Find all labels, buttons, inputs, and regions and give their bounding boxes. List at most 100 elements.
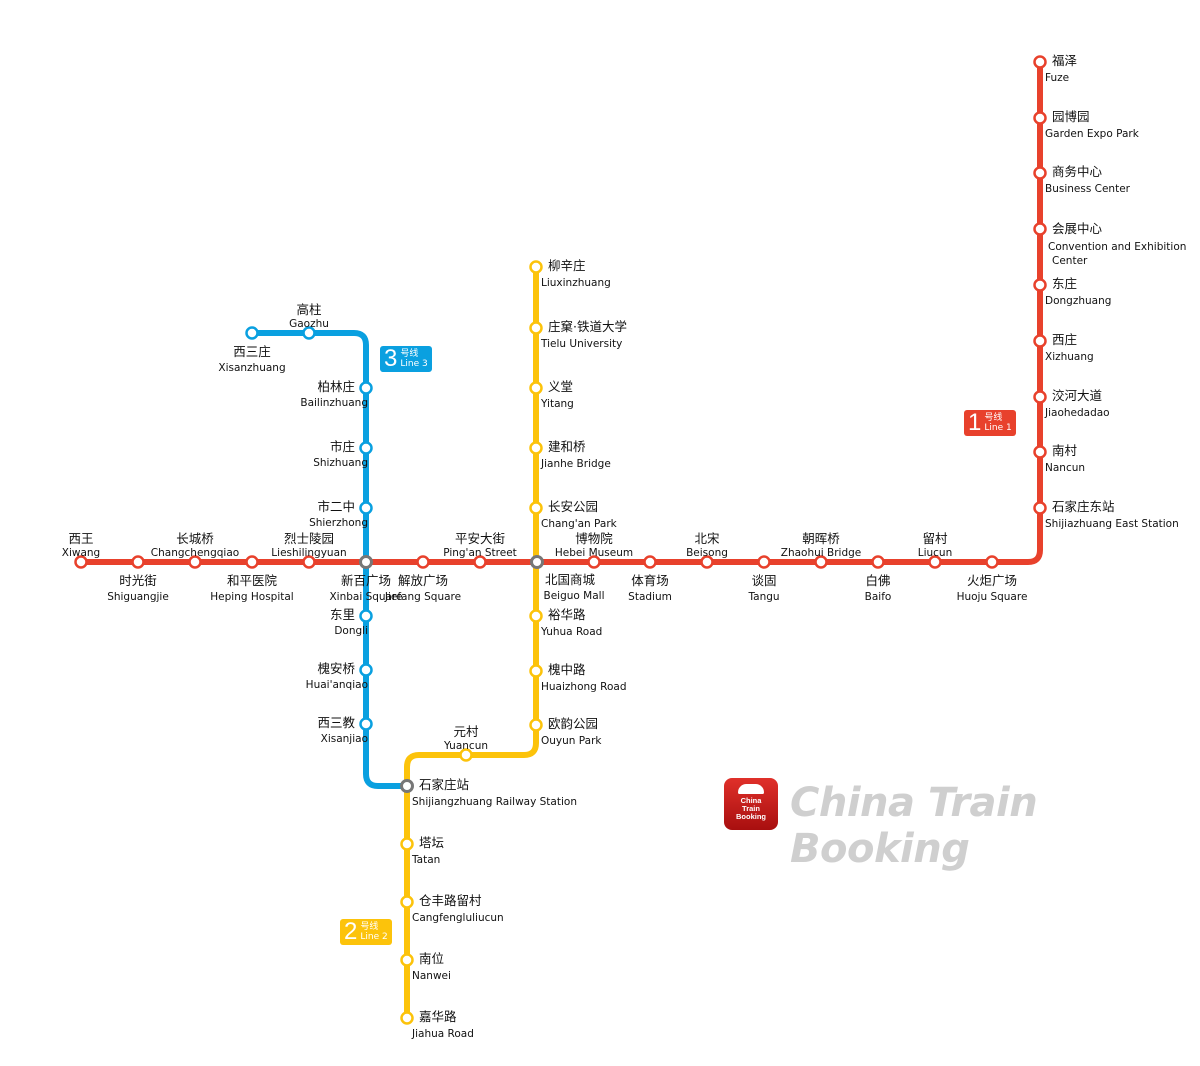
station-marker[interactable] — [359, 501, 373, 515]
station-xisanzhuang[interactable] — [245, 326, 259, 340]
station-yitang[interactable] — [529, 381, 543, 395]
station-marker[interactable] — [1033, 222, 1047, 236]
station-lieshilingyuan[interactable] — [302, 555, 316, 569]
station-tatan[interactable] — [400, 837, 414, 851]
interchange-marker[interactable] — [400, 779, 414, 793]
station-marker[interactable] — [359, 717, 373, 731]
station-chang-an-park[interactable] — [529, 501, 543, 515]
station-marker[interactable] — [359, 441, 373, 455]
station-marker[interactable] — [359, 609, 373, 623]
station-yuhua-road[interactable] — [529, 609, 543, 623]
station-xisanjiao[interactable] — [359, 717, 373, 731]
station-marker[interactable] — [985, 555, 999, 569]
station-marker[interactable] — [1033, 166, 1047, 180]
station-marker[interactable] — [245, 555, 259, 569]
station-marker[interactable] — [529, 664, 543, 678]
station-marker[interactable] — [1033, 55, 1047, 69]
station-ouyun-park[interactable] — [529, 718, 543, 732]
station-marker[interactable] — [400, 837, 414, 851]
station-shijiangzhuang-railway-station[interactable] — [400, 779, 414, 793]
station-changchengqiao[interactable] — [188, 555, 202, 569]
station-marker[interactable] — [359, 381, 373, 395]
interchange-marker[interactable] — [530, 555, 544, 569]
station-marker[interactable] — [529, 260, 543, 274]
station-marker[interactable] — [700, 555, 714, 569]
station-marker[interactable] — [757, 555, 771, 569]
station-fuze[interactable] — [1033, 55, 1047, 69]
station-nanwei[interactable] — [400, 953, 414, 967]
station-marker[interactable] — [74, 555, 88, 569]
station-liucun[interactable] — [928, 555, 942, 569]
station-marker[interactable] — [529, 381, 543, 395]
station-marker[interactable] — [1033, 390, 1047, 404]
station-marker[interactable] — [400, 1011, 414, 1025]
station-marker[interactable] — [1033, 445, 1047, 459]
station-marker[interactable] — [188, 555, 202, 569]
station-dongli[interactable] — [359, 609, 373, 623]
station-marker[interactable] — [529, 718, 543, 732]
station-marker[interactable] — [529, 321, 543, 335]
station-marker[interactable] — [643, 555, 657, 569]
station-gaozhu[interactable] — [302, 326, 316, 340]
station-beiguo-mall[interactable] — [530, 555, 544, 569]
station-marker[interactable] — [928, 555, 942, 569]
station-business-center[interactable] — [1033, 166, 1047, 180]
station-beisong[interactable] — [700, 555, 714, 569]
station-jiaohedadao[interactable] — [1033, 390, 1047, 404]
china-train-booking-logo[interactable]: China Train Booking — [724, 778, 778, 830]
station-huaizhong-road[interactable] — [529, 664, 543, 678]
station-marker[interactable] — [1033, 278, 1047, 292]
station-baifo[interactable] — [871, 555, 885, 569]
station-huoju-square[interactable] — [985, 555, 999, 569]
station-shijiazhuang-east-station[interactable] — [1033, 501, 1047, 515]
interchange-marker[interactable] — [359, 555, 373, 569]
station-nancun[interactable] — [1033, 445, 1047, 459]
station-garden-expo-park[interactable] — [1033, 111, 1047, 125]
station-stadium[interactable] — [643, 555, 657, 569]
station-cangfengluliucun[interactable] — [400, 895, 414, 909]
station-convention-and-exhibition-center[interactable] — [1033, 222, 1047, 236]
station-marker[interactable] — [473, 555, 487, 569]
station-marker[interactable] — [1033, 501, 1047, 515]
station-marker[interactable] — [359, 663, 373, 677]
station-xiwang[interactable] — [74, 555, 88, 569]
station-tielu-university[interactable] — [529, 321, 543, 335]
station-jiefang-square[interactable] — [416, 555, 430, 569]
station-dongzhuang[interactable] — [1033, 278, 1047, 292]
station-marker[interactable] — [302, 555, 316, 569]
station-bailinzhuang[interactable] — [359, 381, 373, 395]
station-shiguangjie[interactable] — [131, 555, 145, 569]
station-jiahua-road[interactable] — [400, 1011, 414, 1025]
station-marker[interactable] — [871, 555, 885, 569]
station-ping-an-street[interactable] — [473, 555, 487, 569]
station-shizhuang[interactable] — [359, 441, 373, 455]
station-heping-hospital[interactable] — [245, 555, 259, 569]
station-marker[interactable] — [1033, 334, 1047, 348]
station-jianhe-bridge[interactable] — [529, 441, 543, 455]
station-zhaohui-bridge[interactable] — [814, 555, 828, 569]
station-marker[interactable] — [400, 895, 414, 909]
station-marker[interactable] — [529, 609, 543, 623]
station-marker[interactable] — [587, 555, 601, 569]
station-liuxinzhuang[interactable] — [529, 260, 543, 274]
station-marker[interactable] — [529, 501, 543, 515]
station-yuancun[interactable] — [459, 748, 473, 762]
station-huai-anqiao[interactable] — [359, 663, 373, 677]
station-marker[interactable] — [1033, 111, 1047, 125]
station-marker[interactable] — [400, 953, 414, 967]
station-marker[interactable] — [302, 326, 316, 340]
station-marker[interactable] — [416, 555, 430, 569]
station-marker[interactable] — [814, 555, 828, 569]
station-tangu[interactable] — [757, 555, 771, 569]
station-marker[interactable] — [131, 555, 145, 569]
station-xizhuang[interactable] — [1033, 334, 1047, 348]
station-shierzhong[interactable] — [359, 501, 373, 515]
station-marker[interactable] — [529, 441, 543, 455]
station-marker[interactable] — [459, 748, 473, 762]
station-marker[interactable] — [245, 326, 259, 340]
station-xinbai-square[interactable] — [359, 555, 373, 569]
station-hebei-museum[interactable] — [587, 555, 601, 569]
